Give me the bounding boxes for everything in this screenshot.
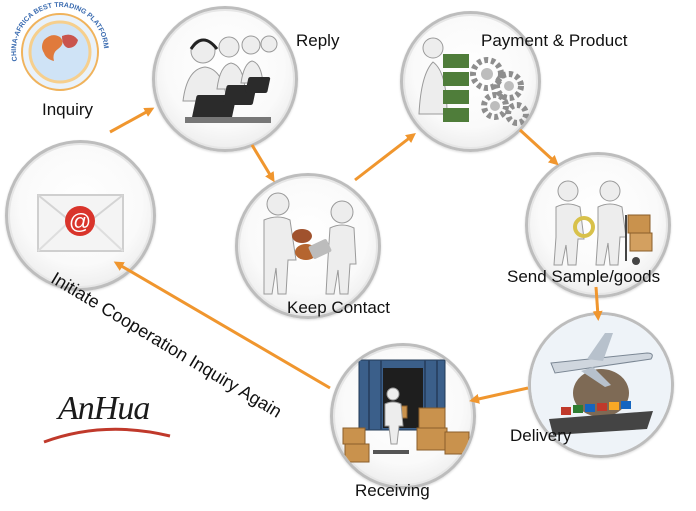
- send-sample-label: Send Sample/goods: [507, 267, 661, 286]
- payment-node: [400, 11, 541, 152]
- send-sample-node: [525, 152, 671, 298]
- svg-text:@: @: [69, 209, 91, 234]
- email-envelope-icon: @: [37, 194, 124, 252]
- delivery-label: Delivery: [510, 426, 572, 445]
- people-with-boxes-icon: [553, 180, 653, 266]
- receiving-label: Receiving: [355, 481, 430, 500]
- arrow-delivery-to-receiving: [469, 386, 529, 404]
- anhua-logo: AnHua: [40, 384, 174, 456]
- logo-text: AnHua: [58, 390, 150, 427]
- inquiry-node: @: [5, 140, 156, 291]
- arrow-inquiry-to-reply: [109, 107, 155, 134]
- logo-swoosh-icon: [43, 427, 171, 444]
- reply-label: Reply: [296, 31, 340, 50]
- container-with-boxes-icon: [342, 359, 470, 463]
- platform-badge: CHINA-AFRICA BEST TRADING PLATFORM: [11, 2, 109, 91]
- delivery-node: [528, 312, 674, 458]
- inquiry-label: Inquiry: [42, 100, 94, 119]
- airplane-and-ship-icon: [531, 315, 671, 455]
- handshake-icon: [263, 192, 357, 295]
- call-center-icon: [182, 35, 278, 123]
- payment-label: Payment & Product: [481, 31, 628, 50]
- receiving-node: [330, 343, 476, 489]
- keep-contact-label: Keep Contact: [287, 298, 391, 317]
- arrow-reply-to-keep-contact: [250, 144, 275, 183]
- money-and-gears-icon: [418, 37, 529, 126]
- reply-node: [152, 6, 298, 152]
